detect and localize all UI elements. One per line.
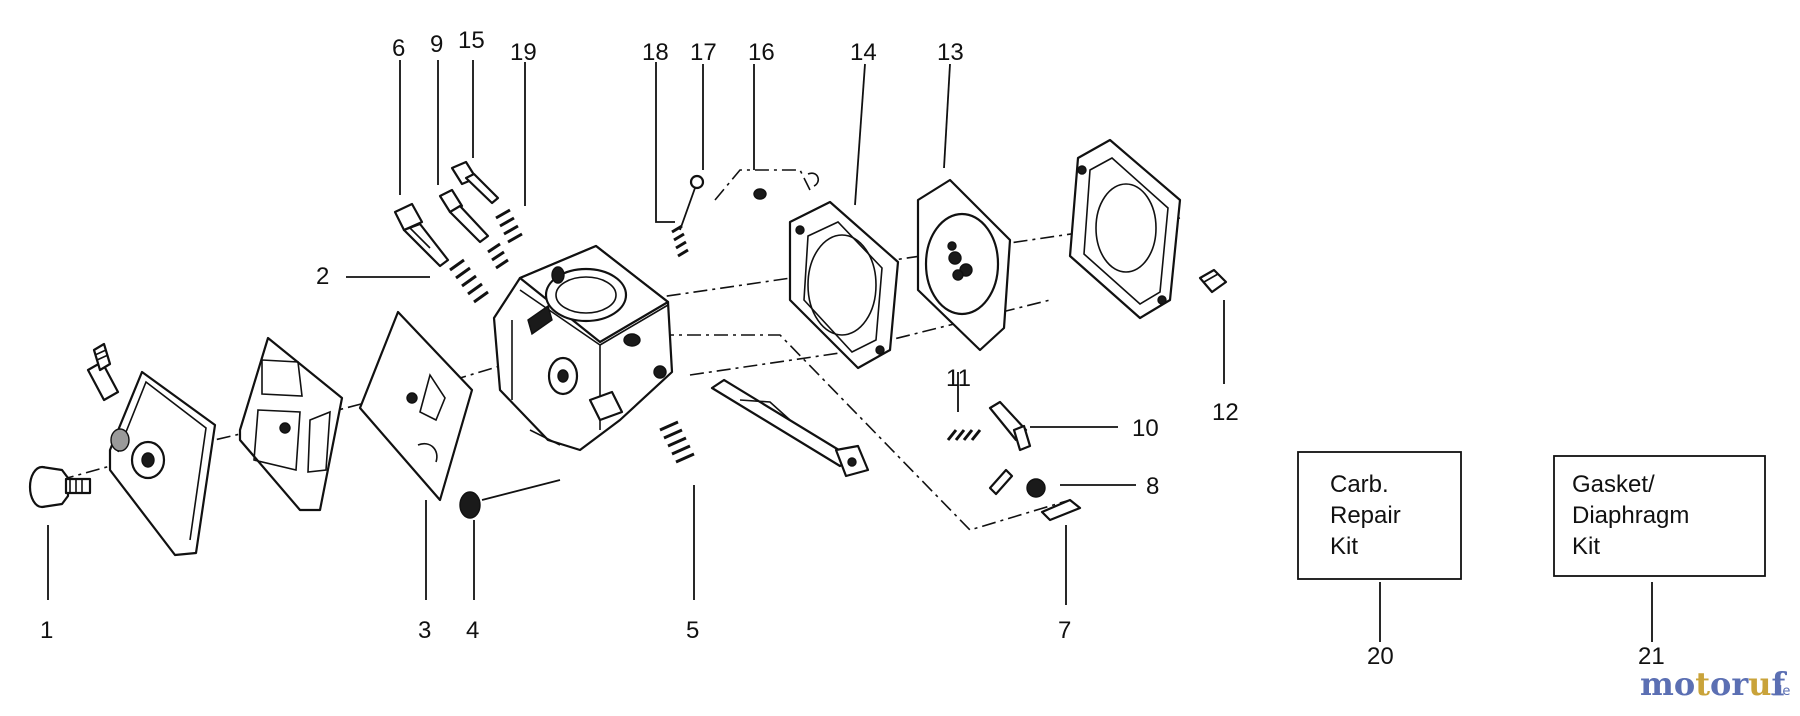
gasket-kit-line-1: Gasket/ [1572,471,1655,498]
callout-16: 16 [748,39,775,66]
callout-13: 13 [937,39,964,66]
watermark-logo: motoruf .de [1640,665,1790,703]
part-10-lever [988,400,1032,452]
part-1-screw [28,465,92,509]
part-17-ring [679,174,705,231]
needle-axis-line [714,169,811,201]
svg-text:.de: .de [1770,684,1790,699]
part-19-spring [495,208,523,244]
callout-12: 12 [1212,399,1239,426]
callout-18: 18 [642,39,669,66]
callout-20: 20 [1367,643,1394,670]
metering-cover [1068,138,1182,320]
gasket-kit-line-3: Kit [1572,533,1600,560]
part-12-screw [1198,268,1228,294]
repair-kit-line-3: Kit [1330,533,1358,560]
callout-7: 7 [1058,617,1071,644]
callout-14: 14 [850,39,877,66]
part-9-needle [438,188,490,244]
part-4-plug [459,479,561,519]
part-5-spring [659,420,695,464]
callout-6: 6 [392,35,405,62]
callout-11: 11 [946,365,971,392]
callout-8: 8 [1146,473,1159,500]
part-6-adjusting-needle [393,202,450,268]
callout-5: 5 [686,617,699,644]
throttle-shaft [710,378,870,478]
callout-9: 9 [430,31,443,58]
callout-2: 2 [316,263,329,290]
leader-lines [47,60,1653,642]
repair-kit-line-1: Carb. [1330,471,1389,498]
callout-15: 15 [458,27,485,54]
callout-19: 19 [510,39,537,66]
callout-1: 1 [40,617,53,644]
gasket-kit-line-2: Diaphragm [1572,502,1689,529]
pump-cover [86,342,217,557]
svg-text:motoruf: motoruf [1640,665,1787,703]
part-3-diaphragm [358,310,474,502]
part-13-diaphragm [916,178,1012,352]
part-16-clip [753,172,820,200]
callout-17: 17 [690,39,717,66]
repair-kit-line-2: Repair [1330,502,1401,529]
pump-gasket [238,336,344,512]
callout-numbers: 1 2 3 4 5 6 7 8 9 10 11 12 13 14 15 16 1… [40,27,1665,670]
callout-10: 10 [1132,415,1159,442]
part-2-spring [449,242,509,304]
repair-kit-box: Carb. Repair Kit [1297,451,1462,580]
gasket-kit-box: Gasket/ Diaphragm Kit [1553,455,1766,577]
part-7-needle [1040,498,1082,522]
part-15-needle [450,160,500,205]
callout-3: 3 [418,617,431,644]
part-8-pin [988,468,1046,498]
carburetor-body [492,244,674,452]
part-11-spring [946,429,982,441]
part-18-spring [671,224,689,258]
linkage-axis-line [660,334,1071,531]
callout-4: 4 [466,617,479,644]
part-14-gasket [788,200,900,370]
callout-21: 21 [1638,643,1665,670]
